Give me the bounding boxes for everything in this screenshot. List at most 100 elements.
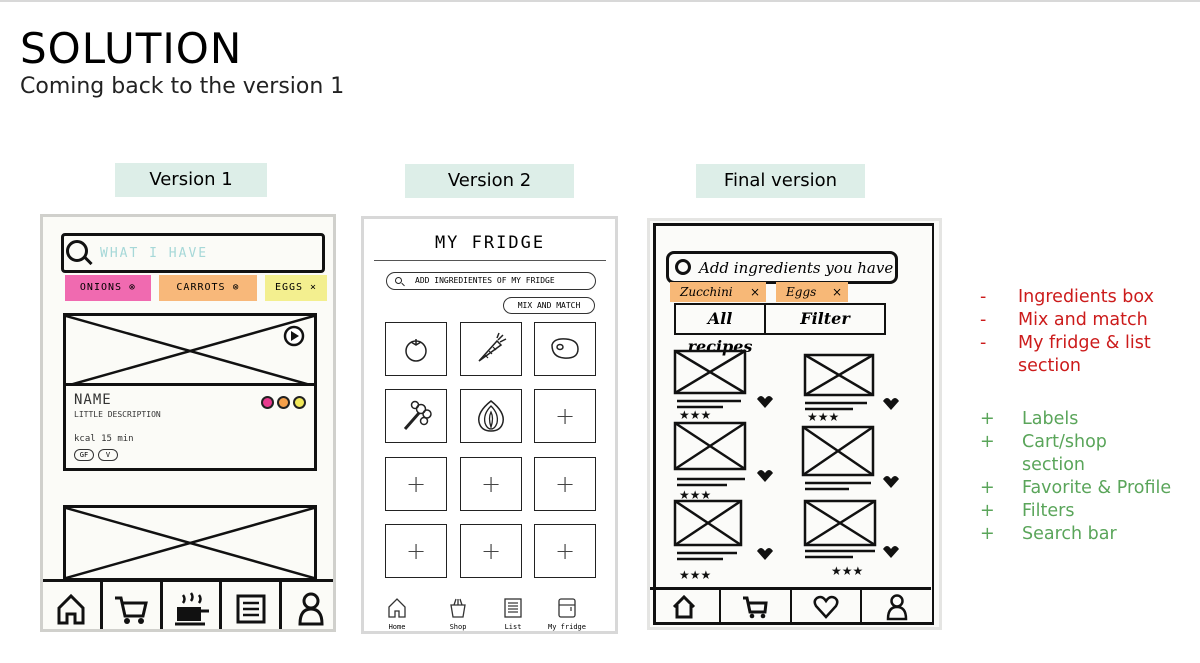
tab-all-recipes[interactable]: All recipes: [676, 305, 766, 356]
home-icon: [57, 593, 85, 624]
list-item: + Cart/shop: [978, 431, 1171, 454]
list-item: + Filters: [978, 500, 1171, 523]
plus-mark: [978, 454, 1022, 477]
nav-shop[interactable]: Shop: [435, 597, 481, 631]
list-icon: [236, 594, 266, 623]
nav-label: Home: [388, 623, 406, 631]
fridge-slot[interactable]: [460, 322, 522, 376]
top-divider: [0, 0, 1200, 2]
item-text: Mix and match: [1018, 310, 1148, 330]
recipe-grid: ★★★ ★★★ ★★★ ★★★ ★★★: [673, 349, 899, 582]
final-version-label: Final version: [696, 164, 865, 198]
version-2-wireframe: MY FRIDGE ADD INGREDIENTES OF MY FRIDGE …: [361, 216, 618, 634]
item-text: Labels: [1022, 409, 1079, 429]
nav-home[interactable]: [43, 582, 103, 629]
recipe-card[interactable]: NAME LITTLE DESCRIPTION kcal 15 min GF V: [63, 313, 317, 471]
ingredient-chip[interactable]: Zucchini ×: [670, 282, 766, 302]
tomato-icon: [405, 339, 427, 362]
list-item: section: [978, 355, 1154, 378]
ingredient-tag[interactable]: CARROTS ⊗: [159, 275, 257, 301]
dot: [293, 396, 306, 409]
list-item: -Mix and match: [978, 309, 1154, 332]
nav-profile[interactable]: [282, 582, 333, 629]
ingredient-tag[interactable]: EGGS ×: [265, 275, 327, 301]
fridge-slot[interactable]: [460, 389, 522, 443]
add-ingredient-slot[interactable]: +: [385, 524, 447, 578]
bottom-nav: [650, 587, 931, 623]
mix-and-match-button[interactable]: MIX AND MATCH: [503, 297, 595, 314]
nav-label: My fridge: [548, 623, 586, 631]
item-text: Cart/shop: [1022, 432, 1107, 452]
ingredient-chip[interactable]: Eggs ×: [776, 282, 848, 302]
search-bar[interactable]: Add ingredients you have: [666, 251, 898, 284]
list-item: +Labels: [978, 408, 1171, 431]
search-icon: [66, 240, 88, 262]
minus-mark: [978, 355, 1018, 378]
color-dots: [261, 396, 306, 409]
recipe-name: NAME: [74, 392, 112, 408]
plus-icon: +: [480, 537, 502, 565]
plus-icon: +: [405, 470, 427, 498]
chip-label: Zucchini: [680, 285, 733, 299]
home-icon: [388, 598, 406, 618]
fridge-icon: [558, 598, 576, 618]
steak-icon: [551, 338, 579, 359]
list-item: section: [978, 454, 1171, 477]
phone-frame: [653, 223, 934, 625]
minus-mark: -: [980, 333, 987, 353]
profile-icon: [886, 593, 907, 620]
add-ingredient-slot[interactable]: +: [534, 457, 596, 511]
recipe-card-2[interactable]: [63, 505, 317, 581]
item-text: Search bar: [1022, 524, 1117, 544]
search-icon: [675, 259, 691, 275]
nav-cart[interactable]: [103, 582, 163, 629]
nav-cooking[interactable]: [163, 582, 223, 629]
add-ingredient-slot[interactable]: +: [460, 457, 522, 511]
tab-filter[interactable]: Filter: [800, 309, 850, 328]
added-features-list: +Labels +Cart/shop section +Favorite & P…: [978, 408, 1171, 546]
nav-profile[interactable]: [862, 590, 931, 623]
add-ingredient-slot[interactable]: +: [534, 524, 596, 578]
removed-features-list: -Ingredients box -Mix and match -My frid…: [978, 286, 1154, 378]
nav-cart[interactable]: [721, 590, 792, 623]
plus-mark: +: [980, 501, 995, 521]
nav-home[interactable]: [650, 590, 721, 623]
add-ingredient-slot[interactable]: +: [385, 457, 447, 511]
fridge-slot[interactable]: [534, 322, 596, 376]
plus-mark: +: [980, 524, 995, 544]
svg-text:★★★: ★★★: [831, 564, 863, 578]
slide-title: SOLUTION: [20, 24, 243, 73]
nav-favorites[interactable]: [792, 590, 863, 623]
close-icon[interactable]: ×: [749, 285, 760, 299]
cart-icon: [115, 596, 149, 624]
version-2-label: Version 2: [405, 164, 574, 198]
add-ingredient-slot[interactable]: +: [534, 389, 596, 443]
nav-home[interactable]: Home: [374, 597, 420, 631]
close-icon[interactable]: ×: [831, 285, 842, 299]
fridge-slot[interactable]: [385, 389, 447, 443]
fridge-title: MY FRIDGE: [374, 233, 606, 261]
svg-text:★★★: ★★★: [679, 568, 711, 582]
plus-mark: +: [980, 478, 995, 498]
add-ingredient-slot[interactable]: +: [460, 524, 522, 578]
home-icon: [673, 594, 696, 618]
carrot-icon: [478, 332, 507, 362]
search-bar[interactable]: WHAT I HAVE: [61, 233, 325, 273]
nav-list[interactable]: List: [490, 597, 536, 631]
fridge-slot[interactable]: [385, 322, 447, 376]
nav-my-fridge[interactable]: My fridge: [544, 597, 590, 631]
dot: [261, 396, 274, 409]
diet-badges: GF V: [74, 449, 118, 461]
bottom-nav: [43, 579, 333, 629]
list-item: -Ingredients box: [978, 286, 1154, 309]
recipe-image-placeholder: [65, 314, 315, 388]
svg-text:★★★: ★★★: [679, 488, 711, 502]
plus-mark: +: [980, 432, 995, 452]
ingredient-search-bar[interactable]: ADD INGREDIENTES OF MY FRIDGE: [386, 272, 596, 290]
plus-icon: +: [480, 470, 502, 498]
badge-gf: GF: [74, 449, 94, 461]
ingredient-tag[interactable]: ONIONS ⊗: [65, 275, 151, 301]
version-1-sketch: WHAT I HAVE ONIONS ⊗ CARROTS ⊗ EGGS × NA…: [40, 214, 336, 632]
item-text: Filters: [1022, 501, 1075, 521]
nav-list[interactable]: [222, 582, 283, 629]
